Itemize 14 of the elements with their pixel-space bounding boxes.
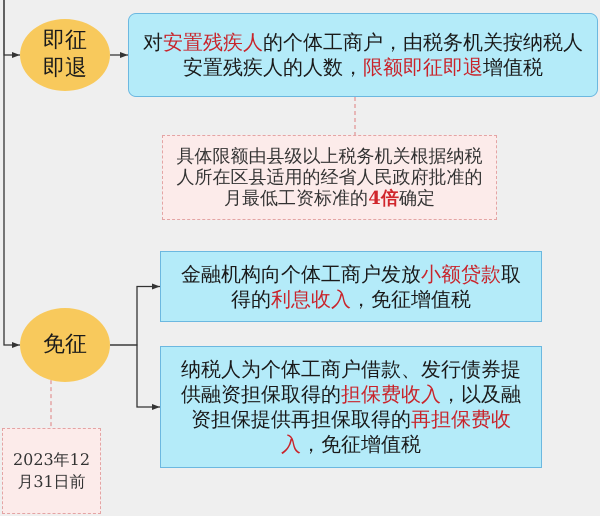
arrow bbox=[110, 344, 160, 410]
note-text: 具体限额由县级以上税务机关根据纳税人所在区县适用的经省人民政府批准的月最低工资标准的4倍确定 bbox=[176, 146, 484, 209]
category-label: 免征 bbox=[42, 331, 88, 359]
dashed-connector bbox=[50, 380, 52, 428]
arrow bbox=[110, 52, 128, 58]
category-label: 即征即退 bbox=[42, 27, 88, 83]
rule-text: 对安置残疾人的个体工商户，由税务机关按纳税人安置残疾人的人数，限额即征即退增值税 bbox=[142, 30, 584, 80]
date-text: 2023年12月31日前 bbox=[12, 449, 92, 493]
dashed-connector bbox=[354, 97, 356, 135]
arrow bbox=[3, 0, 20, 348]
date-note-box bbox=[2, 428, 101, 514]
rule-text: 纳税人为个体工商户借款、发行债券提供融资担保取得的担保费收入，以及融资担保提供再担保取得的再担保费收入，免征增值税 bbox=[180, 357, 522, 457]
note-box bbox=[162, 135, 497, 220]
rule-text: 金融机构向个体工商户发放小额贷款取得的利息收入，免征增值税 bbox=[180, 262, 522, 312]
